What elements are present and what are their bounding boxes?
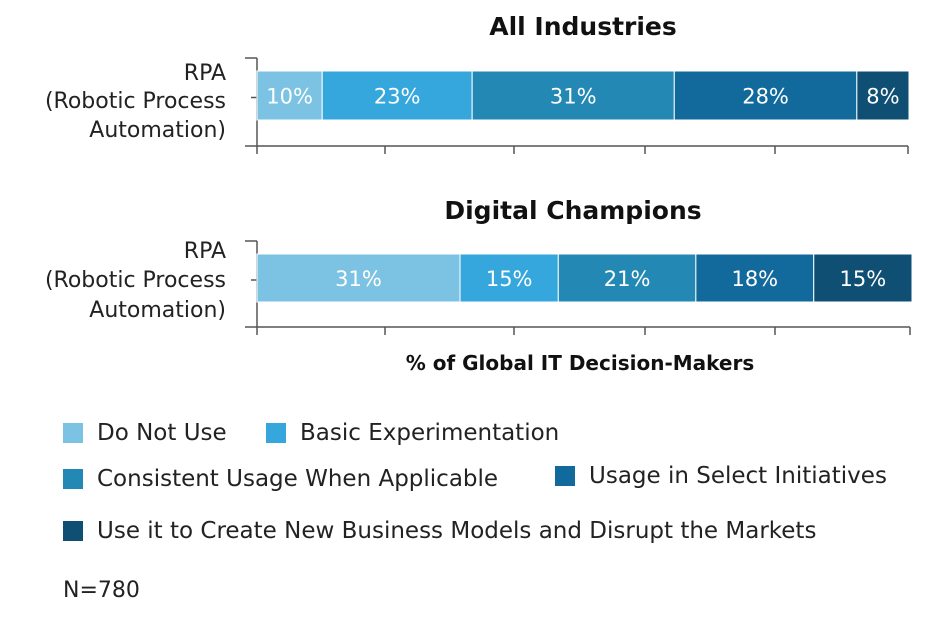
category-label: (Robotic Process xyxy=(45,268,226,293)
data-label: 28% xyxy=(742,85,789,109)
x-axis-title: % of Global IT Decision-Makers xyxy=(406,351,755,375)
legend-label: Basic Experimentation xyxy=(300,420,560,446)
legend-swatch xyxy=(63,423,83,443)
bar-segment xyxy=(471,70,675,121)
legend-swatch xyxy=(63,521,83,541)
data-label: 8% xyxy=(866,85,899,109)
category-label: Automation) xyxy=(89,118,226,143)
legend-label: Use it to Create New Business Models and… xyxy=(97,518,817,544)
sample-size-note: N=780 xyxy=(63,578,140,603)
legend-item-basic-experimentation: Basic Experimentation xyxy=(266,420,559,446)
legend-label: Do Not Use xyxy=(97,420,227,446)
data-label: 23% xyxy=(374,85,421,109)
legend-item-new-business-models: Use it to Create New Business Models and… xyxy=(63,518,816,544)
category-label: (Robotic Process xyxy=(45,89,226,114)
category-label: RPA xyxy=(184,239,226,264)
data-label: 10% xyxy=(266,85,313,109)
bar-segment xyxy=(256,253,461,303)
panel-title: All Industries xyxy=(489,12,677,41)
panel-title: Digital Champions xyxy=(444,196,701,225)
legend-item-do-not-use: Do Not Use xyxy=(63,420,227,446)
legend-label: Consistent Usage When Applicable xyxy=(97,466,499,492)
legend-item-usage-in-select-initiatives: Usage in Select Initiatives xyxy=(555,463,887,489)
data-label: 15% xyxy=(486,267,533,291)
bar-segment xyxy=(256,70,323,121)
bar-segment xyxy=(673,70,858,121)
legend-item-consistent-usage: Consistent Usage When Applicable xyxy=(63,466,498,492)
legend-swatch xyxy=(266,423,286,443)
data-label: 18% xyxy=(731,267,778,291)
legend-swatch xyxy=(555,466,575,486)
bar-segment xyxy=(321,70,473,121)
bar-segment xyxy=(813,253,913,303)
data-label: 21% xyxy=(604,267,651,291)
category-label: RPA xyxy=(184,61,226,86)
bar-segment xyxy=(557,253,697,303)
legend-swatch xyxy=(63,469,83,489)
bar-segment xyxy=(856,70,910,121)
bar-segment xyxy=(695,253,815,303)
data-label: 31% xyxy=(550,85,597,109)
category-label: Automation) xyxy=(89,298,226,323)
legend-label: Usage in Select Initiatives xyxy=(589,463,887,489)
data-label: 15% xyxy=(840,267,887,291)
data-label: 31% xyxy=(335,267,382,291)
